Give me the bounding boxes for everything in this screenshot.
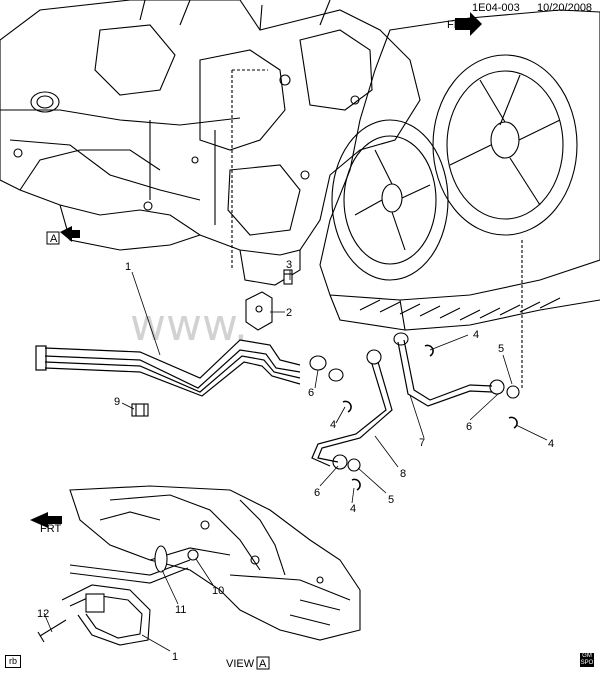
svg-text:VIEW: VIEW bbox=[226, 658, 255, 670]
cooler-line-1 bbox=[35, 339, 301, 397]
svg-text:FRT: FRT bbox=[40, 523, 61, 535]
seals-and-fittings bbox=[309, 332, 520, 472]
diagram-code: 1E04-003 bbox=[472, 2, 520, 14]
front-arrow-top: FRT bbox=[447, 12, 482, 36]
callout-10: 10 bbox=[212, 585, 224, 597]
engine-block bbox=[0, 0, 421, 286]
clip-9 bbox=[131, 403, 149, 417]
watermark: www. bbox=[130, 300, 248, 351]
cooler-line-8 bbox=[311, 361, 393, 467]
callout-9: 9 bbox=[114, 396, 120, 408]
view-a-inset bbox=[37, 485, 361, 646]
bracket-2 bbox=[245, 291, 273, 331]
callout-4: 4 bbox=[350, 503, 356, 515]
callout-11: 11 bbox=[175, 604, 186, 616]
callout-7: 7 bbox=[419, 437, 425, 449]
callout-5: 5 bbox=[388, 494, 394, 506]
corner-tag: rb bbox=[5, 655, 22, 668]
svg-text:A: A bbox=[50, 233, 58, 245]
cooler-line-7 bbox=[397, 339, 493, 407]
callout-4: 4 bbox=[473, 329, 479, 341]
retaining-clips bbox=[342, 344, 518, 491]
callout-1: 1 bbox=[125, 261, 131, 273]
callout-6: 6 bbox=[314, 487, 320, 499]
view-a-marker: A bbox=[46, 226, 80, 245]
callout-12: 12 bbox=[37, 608, 49, 620]
callout-6: 6 bbox=[466, 421, 472, 433]
callout-1: 1 bbox=[172, 651, 178, 663]
callout-6: 6 bbox=[308, 387, 314, 399]
leader-lines bbox=[43, 270, 548, 652]
front-arrow-bottom: FRT bbox=[30, 512, 62, 535]
callout-3: 3 bbox=[286, 259, 292, 271]
bolt-3 bbox=[283, 269, 293, 285]
svg-text:FRT: FRT bbox=[447, 19, 468, 31]
svg-text:A: A bbox=[259, 658, 267, 670]
callout-8: 8 bbox=[400, 468, 406, 480]
radiator-fan-assembly bbox=[231, 9, 600, 390]
view-caption: VIEW A bbox=[226, 656, 270, 670]
callout-5: 5 bbox=[498, 343, 504, 355]
callout-2: 2 bbox=[286, 307, 292, 319]
callout-labels: 1 3 2 4 5 9 6 4 7 6 4 8 6 5 4 12 11 10 1 bbox=[37, 259, 554, 663]
gm-logo-icon: GM SPO bbox=[580, 653, 594, 667]
callout-4: 4 bbox=[330, 419, 336, 431]
callout-4: 4 bbox=[548, 438, 554, 450]
